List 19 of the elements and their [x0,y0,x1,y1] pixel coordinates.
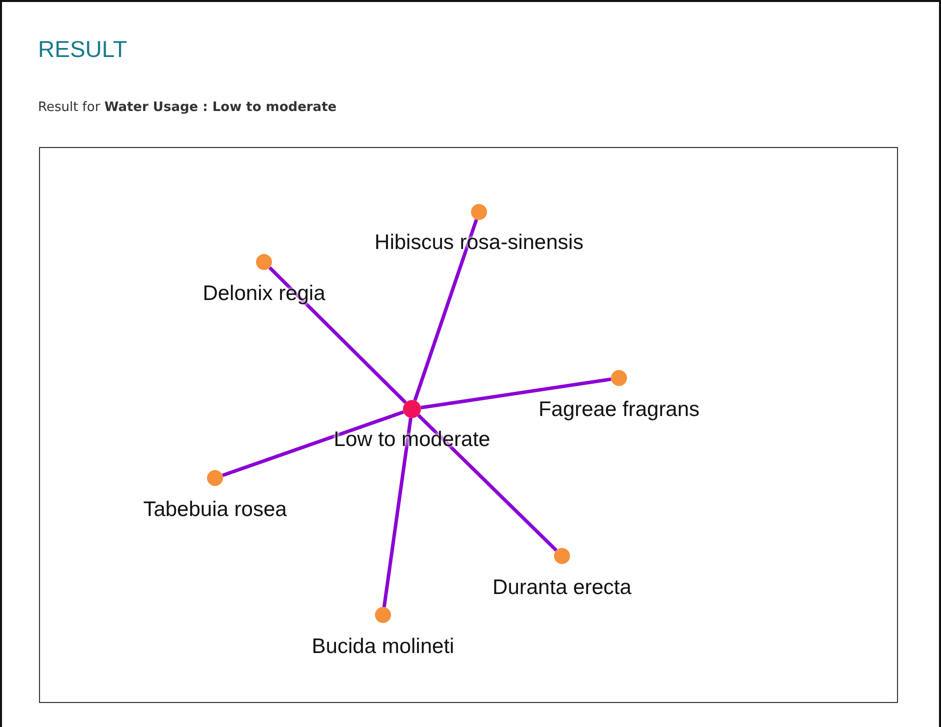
connector-line [268,266,407,404]
plant-node-dot [554,548,570,564]
page-title: RESULT [38,36,128,63]
node-label: Tabebuia rosea [143,498,287,522]
node-label: Fagreae fragrans [538,398,700,422]
connector-line [382,418,412,608]
connector-line [420,377,612,410]
node-label: Bucida molineti [312,635,454,659]
plant-node-dot [611,370,627,386]
plant-node-dot [256,254,272,270]
result-description: Result for Water Usage : Low to moderate [38,100,337,115]
node-label: Duranta erecta [492,576,632,600]
plant-node-dot [207,470,223,486]
center-node-dot [403,400,421,418]
connector-line [417,414,558,552]
plant-node-dot [375,607,391,623]
plant-node-dot [471,204,487,220]
connector-line [413,219,478,402]
connector-line [222,410,404,477]
